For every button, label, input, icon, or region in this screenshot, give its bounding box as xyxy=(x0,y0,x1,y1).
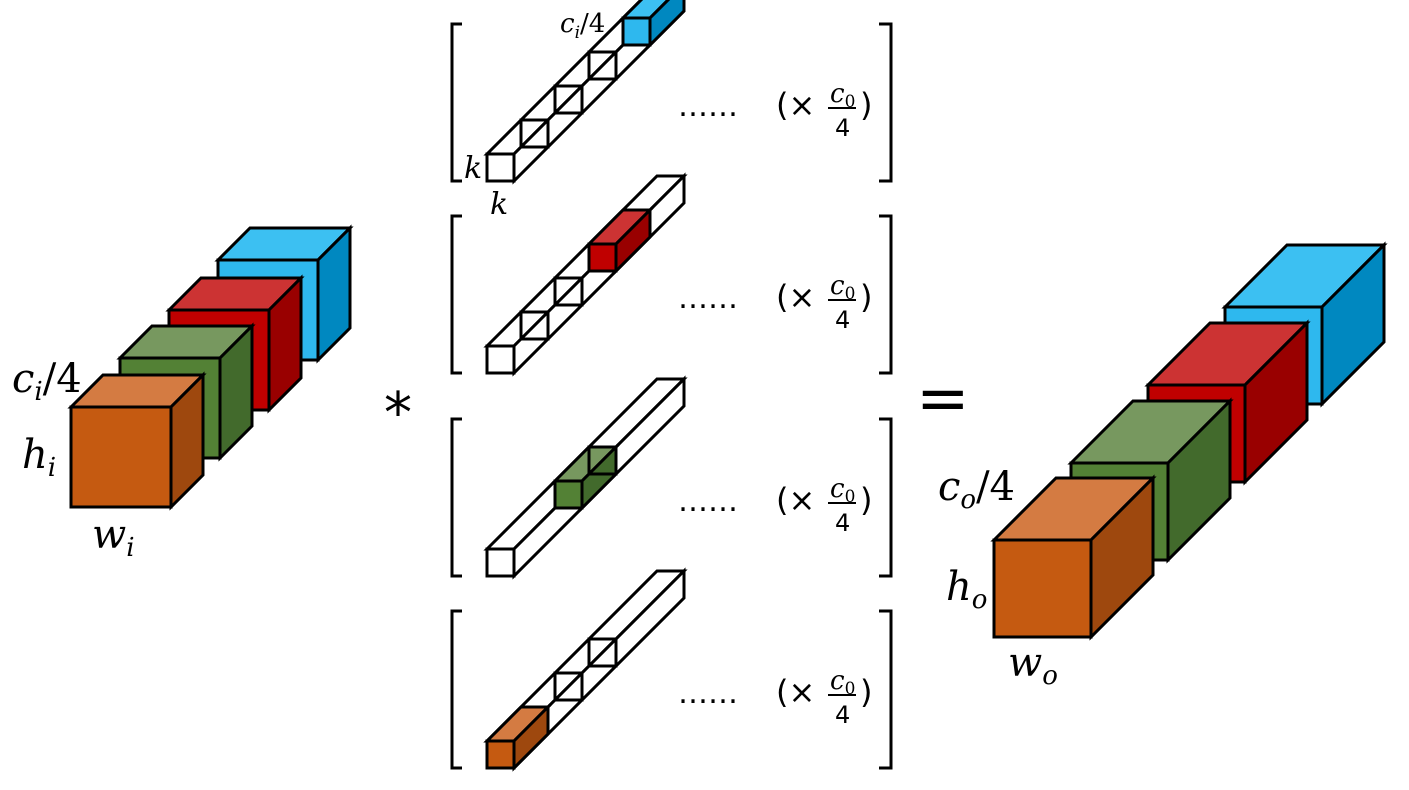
multiplier-open: (× xyxy=(776,278,815,316)
input-tensor-stack xyxy=(67,224,354,511)
multiplier-open: (× xyxy=(776,481,815,519)
kernel-height-label: k xyxy=(464,151,482,186)
multiplier-open: (× xyxy=(776,673,815,711)
kernel-width-label: k xyxy=(490,187,508,222)
right-bracket xyxy=(879,609,893,770)
output-tensor-stack xyxy=(990,241,1388,641)
multiplier-denominator: 4 xyxy=(835,306,850,334)
kernel-bar xyxy=(483,567,688,772)
output-cube-orange xyxy=(990,474,1157,641)
kernel-group-green: …… (× c04) xyxy=(450,375,893,580)
output-height-label: ho xyxy=(946,564,987,615)
multiplier-close: ) xyxy=(860,278,872,316)
left-bracket xyxy=(450,417,462,578)
multiplier-denominator: 4 xyxy=(835,701,850,729)
kernel-group-red: …… (× c04) xyxy=(450,172,893,377)
kernel-groups: ……(×c04)……(×c04)……(×c04)……(×c04) xyxy=(450,0,893,772)
ellipsis: …… xyxy=(678,676,738,711)
right-bracket xyxy=(879,22,893,183)
output-channel-label: co/4 xyxy=(938,464,1015,515)
right-bracket xyxy=(879,214,893,375)
kernel-bar xyxy=(483,172,688,377)
multiplier-numerator: c0 xyxy=(830,79,855,112)
multiplier-open: (× xyxy=(776,86,815,124)
kernel-bar xyxy=(483,0,686,185)
multiplier-denominator: 4 xyxy=(835,509,850,537)
multiplier-numerator: c0 xyxy=(830,474,855,507)
multiplier-numerator: c0 xyxy=(830,666,855,699)
left-bracket xyxy=(450,609,462,770)
multiplier-close: ) xyxy=(860,673,872,711)
input-height-label: hi xyxy=(22,432,56,483)
input-width-label: wi xyxy=(92,512,135,563)
input-cube-orange xyxy=(67,371,207,511)
left-bracket xyxy=(450,22,462,183)
convolution-operator: * xyxy=(384,381,412,446)
equals-sign: = xyxy=(916,362,970,436)
ellipsis: …… xyxy=(678,89,738,124)
kernel-channel-label: ci/4 xyxy=(560,9,605,43)
kernel-group-orange: …… (× c04) xyxy=(450,567,893,772)
multiplier-numerator: c0 xyxy=(830,271,855,304)
multiplier-close: ) xyxy=(860,86,872,124)
multiplier-denominator: 4 xyxy=(835,114,850,142)
ellipsis: …… xyxy=(678,281,738,316)
kernel-group-blue: …… (× c04) xyxy=(450,0,893,185)
multiplier-close: ) xyxy=(860,481,872,519)
right-bracket xyxy=(879,417,893,578)
output-width-label: wo xyxy=(1008,640,1058,691)
kernel-bar xyxy=(483,375,688,580)
left-bracket xyxy=(450,214,462,375)
input-channel-label: ci/4 xyxy=(12,356,82,407)
ellipsis: …… xyxy=(678,484,738,519)
